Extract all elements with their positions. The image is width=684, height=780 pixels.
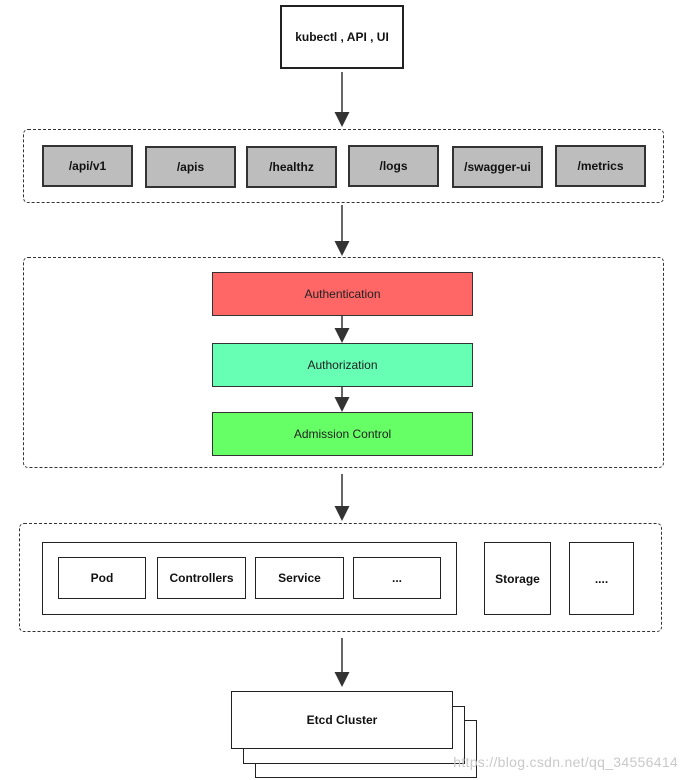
endpoint-apis: /apis — [145, 146, 236, 188]
endpoints-group — [23, 129, 664, 203]
endpoint-label: /swagger-ui — [464, 160, 531, 174]
authentication-box: Authentication — [212, 272, 473, 316]
more-resources-label: .... — [594, 571, 609, 586]
storage-label: Storage — [495, 571, 540, 586]
auth-group — [23, 257, 664, 468]
resource-controllers: Controllers — [157, 557, 246, 599]
resource-label: ... — [391, 571, 402, 585]
endpoint-metrics: /metrics — [555, 145, 646, 187]
endpoint-label: /logs — [379, 159, 408, 173]
endpoint-logs: /logs — [348, 145, 439, 187]
endpoint-healthz: /healthz — [246, 146, 337, 188]
watermark: https://blog.csdn.net/qq_34556414 — [453, 754, 678, 770]
endpoint-label: /api/v1 — [68, 159, 107, 173]
admission-control-label: Admission Control — [293, 427, 392, 441]
endpoint-label: /metrics — [577, 159, 624, 173]
resource-label: Service — [278, 571, 321, 585]
authentication-label: Authentication — [304, 287, 381, 301]
resource-more: ... — [353, 557, 441, 599]
endpoint-label: /apis — [176, 160, 205, 174]
client-label: kubectl , API , UI — [295, 30, 389, 44]
admission-control-box: Admission Control — [212, 412, 473, 456]
etcd-cluster-label: Etcd Cluster — [306, 713, 378, 727]
etcd-cluster-box: Etcd Cluster — [231, 691, 453, 749]
resources-group — [19, 523, 662, 632]
authorization-box: Authorization — [212, 343, 473, 387]
authorization-label: Authorization — [307, 358, 378, 372]
resource-pod: Pod — [58, 557, 146, 599]
storage-box: Storage — [484, 542, 551, 615]
client-box: kubectl , API , UI — [280, 5, 404, 69]
resource-service: Service — [255, 557, 344, 599]
endpoint-api-v1: /api/v1 — [42, 145, 133, 187]
resource-label: Pod — [90, 571, 114, 585]
endpoint-label: /healthz — [269, 160, 314, 174]
resource-label: Controllers — [169, 571, 234, 585]
more-resources-box: .... — [569, 542, 634, 615]
endpoint-swagger-ui: /swagger-ui — [452, 146, 543, 188]
